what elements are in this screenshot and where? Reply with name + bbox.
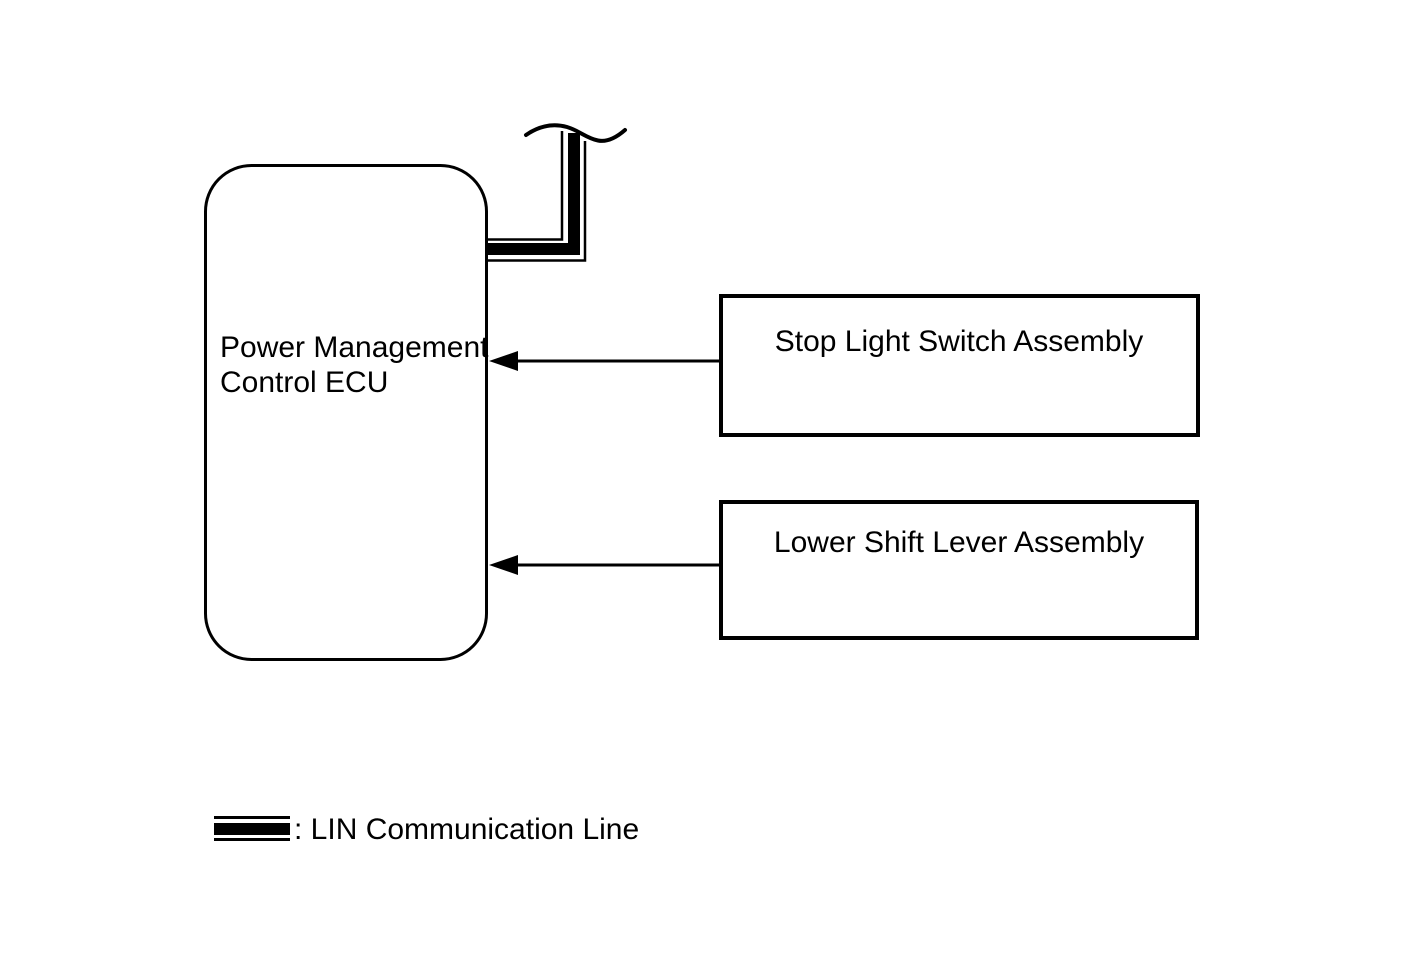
- arrow-stop-light-to-ecu: [489, 351, 719, 371]
- lower-shift-lever-label: Lower Shift Lever Assembly: [774, 526, 1144, 559]
- lin-line-thin-outer: [486, 141, 587, 262]
- lin-line-symbol-icon: [214, 816, 290, 841]
- lin-line-thick: [486, 133, 580, 255]
- lin-communication-line: [486, 123, 627, 262]
- stop-light-switch-box: [719, 294, 1200, 437]
- legend: : LIN Communication Line: [214, 813, 639, 846]
- ecu-box: [204, 164, 488, 661]
- wavy-break-icon: [524, 123, 627, 143]
- arrowhead-left-icon: [489, 351, 518, 371]
- arrowhead-left-icon: [489, 555, 518, 575]
- lin-line-thin-inner: [486, 131, 564, 241]
- ecu-label-line1: Power Management: [220, 331, 489, 364]
- ecu-label-line2: Control ECU: [220, 366, 388, 399]
- legend-label: : LIN Communication Line: [294, 813, 639, 846]
- stop-light-switch-label: Stop Light Switch Assembly: [775, 325, 1144, 358]
- arrow-shift-lever-to-ecu: [489, 555, 719, 575]
- lower-shift-lever-box: [719, 500, 1199, 640]
